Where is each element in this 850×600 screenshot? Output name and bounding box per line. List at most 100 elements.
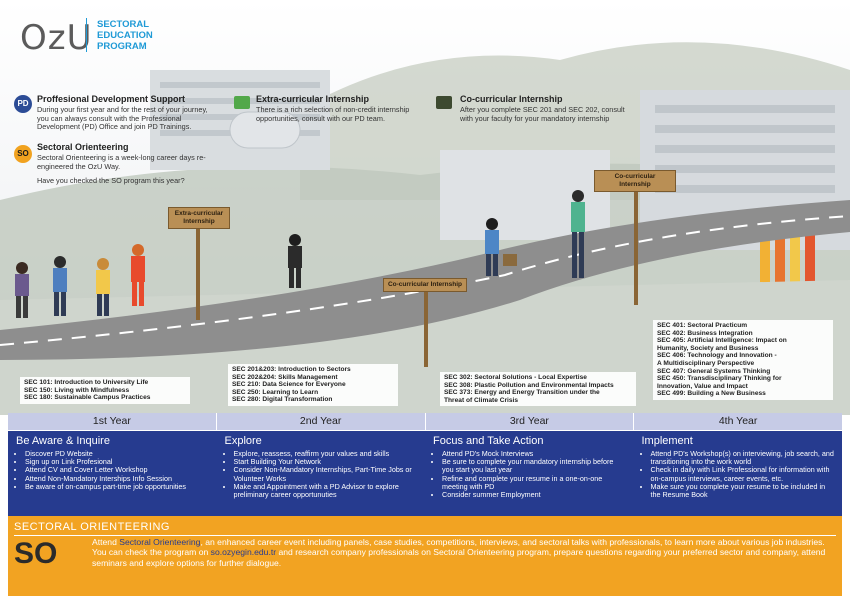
year4-courses: SEC 401: Sectoral Practicum SEC 402: Bus… xyxy=(653,320,833,400)
internship-badge-icon xyxy=(436,96,452,109)
stage-item: Explore, reassess, reaffirm your values … xyxy=(234,449,418,458)
stage-list: Attend PD's Mock Interviews Be sure to c… xyxy=(433,449,626,499)
stages-band: Be Aware & Inquire Discover PD Website S… xyxy=(8,431,842,516)
footer-title: SECTORAL ORIENTEERING xyxy=(14,521,170,533)
course-item: SEC 101: Introduction to University Life xyxy=(24,379,149,386)
pd-block: Proffesional Development Support During … xyxy=(37,94,212,132)
co-title: Co-curricular Internship xyxy=(460,94,563,104)
course-item: SEC 308: Plastic Pollution and Environme… xyxy=(444,381,614,389)
sign-post xyxy=(196,225,200,320)
stage-item: Sign up on Link Profesional xyxy=(25,457,209,466)
course-item: SEC 280: Digital Transformation xyxy=(232,396,333,404)
year3-courses: SEC 302: Sectoral Solutions - Local Expe… xyxy=(440,372,636,407)
course-item: SEC 150: Living with Mindfulness xyxy=(24,386,130,394)
year-label: 3rd Year xyxy=(426,413,635,430)
sign-post xyxy=(634,185,638,305)
so-question: Have you checked the SO program this yea… xyxy=(37,176,185,185)
program-title: SECTORAL EDUCATION PROGRAM xyxy=(97,19,153,52)
co-block: Co-curricular Internship After you compl… xyxy=(460,94,630,123)
stage-title: Be Aware & Inquire xyxy=(16,435,110,447)
stage-list: Discover PD Website Sign up on Link Prof… xyxy=(16,449,209,491)
stage-item: Attend PD's Workshop(s) on interviewing,… xyxy=(651,449,835,466)
co-curricular-sign-mid: Co-curricular Internship xyxy=(383,278,467,292)
pd-title: Proffesional Development Support xyxy=(37,94,186,104)
ozu-logo: OzU xyxy=(20,18,93,58)
so-text: Sectoral Orienteering is a week-long car… xyxy=(37,153,206,171)
so-title: Sectoral Orienteering xyxy=(37,142,129,152)
so-badge-icon: SO xyxy=(14,145,32,163)
sectoral-orienteering-footer: SECTORAL ORIENTEERING SO Attend Sectoral… xyxy=(8,516,842,596)
course-item: SEC 250: Learning to Learn xyxy=(232,388,319,396)
course-item: SEC 407: General Systems Thinking xyxy=(657,367,771,375)
footer-paragraph: You can check the program on so.ozyegin.… xyxy=(92,547,837,568)
footer-divider xyxy=(14,535,836,536)
course-item: SEC 302: Sectoral Solutions - Local Expe… xyxy=(444,374,587,381)
so-website-link[interactable]: so.ozyegin.edu.tr xyxy=(210,547,277,558)
so-logo: SO xyxy=(14,537,58,570)
footer-text-span: Attend xyxy=(92,537,120,547)
stage-item: Start Building Your Network xyxy=(234,457,418,466)
course-item: SEC 201&203: Introduction to Sectors xyxy=(232,366,351,373)
stage-item: Consider summer Employment xyxy=(442,490,626,499)
logo-divider xyxy=(86,18,87,52)
course-item: SEC 210: Data Science for Everyone xyxy=(232,381,346,389)
course-item: SEC 401: Sectoral Practicum xyxy=(657,322,748,329)
stage-list: Explore, reassess, reaffirm your values … xyxy=(225,449,418,499)
co-text: After you complete SEC 201 and SEC 202, … xyxy=(460,105,625,123)
stage-column: Be Aware & Inquire Discover PD Website S… xyxy=(8,431,217,516)
year-label: 1st Year xyxy=(8,413,217,430)
course-item: SEC 373: Energy and Energy Transition un… xyxy=(444,389,600,397)
year1-courses: SEC 101: Introduction to University Life… xyxy=(20,377,190,404)
sectoral-orienteering-link[interactable]: Sectoral Orienteering xyxy=(119,537,201,547)
extra-text: There is a rich selection of non-credit … xyxy=(256,105,410,123)
course-item: Threat of Climate Crisis xyxy=(444,396,519,404)
year2-courses: SEC 201&203: Introduction to Sectors SEC… xyxy=(228,364,398,406)
course-item: Humanity, Society and Business xyxy=(657,344,759,352)
stage-item: Attend Non-Mandatory Interships Info Ses… xyxy=(25,474,209,483)
stage-title: Explore xyxy=(224,435,262,447)
program-title-line: SECTORAL xyxy=(97,19,150,30)
co-curricular-sign-right: Co-curricular Internship xyxy=(594,170,676,192)
stage-item: Make sure you complete your resume to be… xyxy=(651,482,835,499)
stage-column: Implement Attend PD's Workshop(s) on int… xyxy=(634,431,843,516)
stage-item: Attend CV and Cover Letter Workshop xyxy=(25,466,209,474)
course-item: SEC 499: Building a New Business xyxy=(657,390,766,398)
year-label: 2nd Year xyxy=(217,413,426,430)
stage-item: Be aware of on-campus part-time job oppo… xyxy=(25,482,209,491)
footer-paragraph: Attend Sectoral Orienteering, an enhance… xyxy=(92,537,837,547)
pd-text: During your first year and for the rest … xyxy=(37,105,208,131)
course-item: SEC 180: Sustainable Campus Practices xyxy=(24,394,151,402)
extra-curricular-sign: Extra-curricular Internship xyxy=(168,207,230,229)
extra-title: Extra-curricular Internship xyxy=(256,94,370,104)
course-item: SEC 450: Transdisciplinary Thinking for xyxy=(657,375,782,383)
stage-item: Make and Appointment with a PD Advisor t… xyxy=(234,482,418,499)
program-title-line: EDUCATION xyxy=(97,30,153,41)
course-item: SEC 202&204: Skills Management xyxy=(232,373,338,381)
stage-item: Be sure to complete your mandatory inter… xyxy=(442,457,626,474)
stage-column: Explore Explore, reassess, reaffirm your… xyxy=(217,431,426,516)
footer-text-span: and research company professionals on Se… xyxy=(92,547,826,568)
course-item: A Multidisciplinary Perspective xyxy=(657,359,755,367)
footer-text-span: You can check the program on xyxy=(92,547,211,558)
internship-badge-icon xyxy=(234,96,250,109)
program-title-line: PROGRAM xyxy=(97,41,147,52)
stage-item: Attend PD's Mock Interviews xyxy=(442,449,626,458)
year-band: 1st Year 2nd Year 3rd Year 4th Year xyxy=(8,413,842,430)
stage-column: Focus and Take Action Attend PD's Mock I… xyxy=(425,431,634,516)
footer-text-span: , an enhanced career event including pan… xyxy=(200,537,825,547)
stage-item: Consider Non-Mandatory Internships, Part… xyxy=(234,466,418,483)
stage-item: Discover PD Website xyxy=(25,449,209,458)
year-label: 4th Year xyxy=(718,415,758,427)
stage-item: Refine and complete your resume in a one… xyxy=(442,474,626,491)
stage-title: Focus and Take Action xyxy=(433,435,544,447)
stage-list: Attend PD's Workshop(s) on interviewing,… xyxy=(642,449,835,499)
extra-block: Extra-curricular Internship There is a r… xyxy=(256,94,426,123)
so-block: Sectoral Orienteering Sectoral Orienteer… xyxy=(37,142,232,186)
sign-post xyxy=(424,292,428,367)
course-item: SEC 402: Business Integration xyxy=(657,329,753,337)
pd-badge-icon: PD xyxy=(14,95,32,113)
course-item: Innovation, Value and Impact xyxy=(657,382,748,390)
course-item: SEC 406: Technology and Innovation - xyxy=(657,352,777,360)
students-group xyxy=(15,190,585,318)
